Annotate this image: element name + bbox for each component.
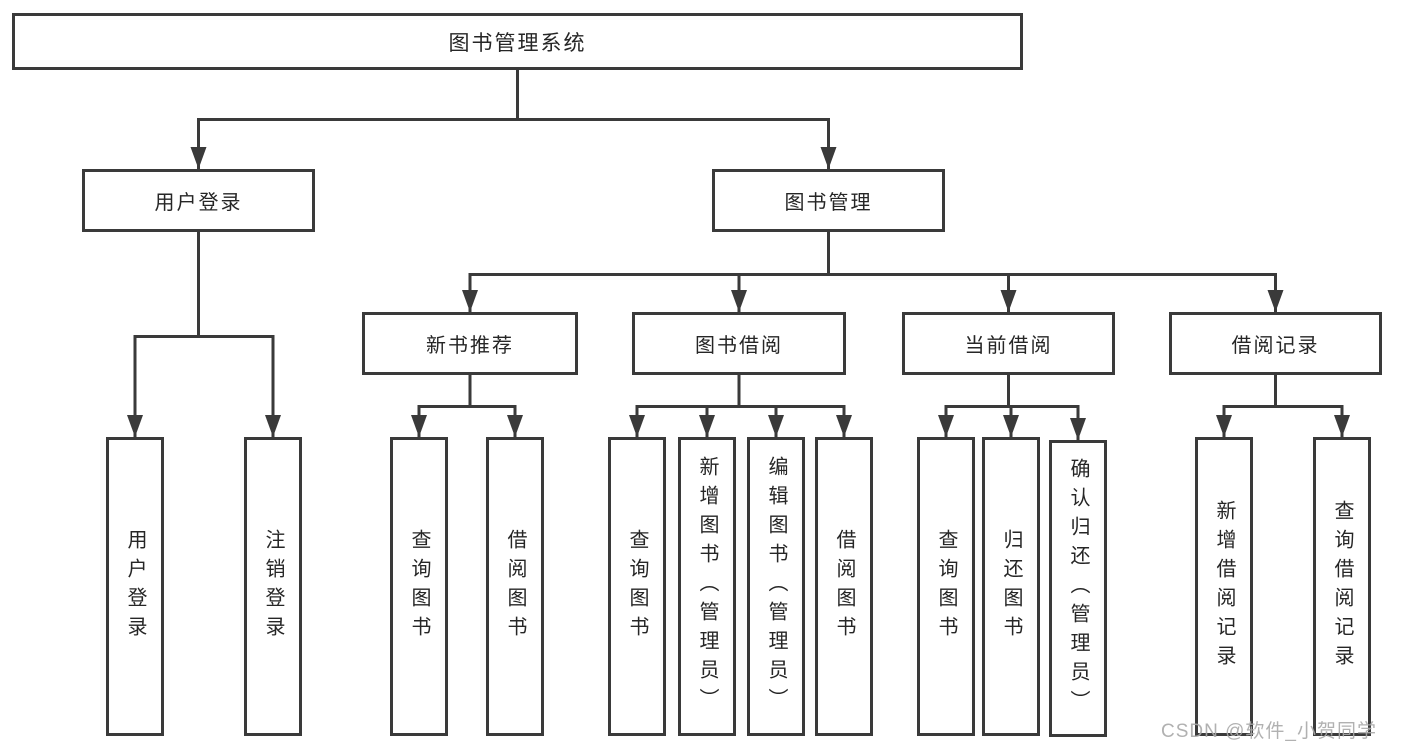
node-book-management-label: 图书管理 <box>784 192 873 214</box>
leaf-borrow-books-2: 借阅图书 <box>815 437 873 736</box>
node-new-book-recommend: 新书推荐 <box>362 312 578 375</box>
leaf-add-book-admin-label: 新增图书（管理员） <box>696 456 718 717</box>
leaf-confirm-return-admin: 确认归还（管理员） <box>1049 440 1107 737</box>
leaf-borrow-books-1-label: 借阅图书 <box>504 528 526 645</box>
node-current-borrow: 当前借阅 <box>902 312 1115 375</box>
leaf-query-books-2-label: 查询图书 <box>626 528 648 645</box>
node-root: 图书管理系统 <box>12 13 1023 70</box>
leaf-user-login: 用户登录 <box>106 437 164 736</box>
node-borrow-records-label: 借阅记录 <box>1231 335 1320 357</box>
node-book-management: 图书管理 <box>712 169 945 232</box>
leaf-borrow-books-1: 借阅图书 <box>486 437 544 736</box>
leaf-query-borrow-record: 查询借阅记录 <box>1313 437 1371 736</box>
node-book-borrow-label: 图书借阅 <box>695 335 783 357</box>
leaf-user-login-label: 用户登录 <box>124 528 146 645</box>
node-root-label: 图书管理系统 <box>448 31 587 55</box>
leaf-add-book-admin: 新增图书（管理员） <box>678 437 736 736</box>
leaf-borrow-books-2-label: 借阅图书 <box>833 528 855 645</box>
leaf-return-book: 归还图书 <box>982 437 1040 736</box>
node-user-login: 用户登录 <box>82 169 315 232</box>
leaf-query-books-2: 查询图书 <box>608 437 666 736</box>
leaf-add-borrow-record: 新增借阅记录 <box>1195 437 1253 736</box>
node-current-borrow-label: 当前借阅 <box>964 335 1053 357</box>
node-borrow-records: 借阅记录 <box>1169 312 1382 375</box>
leaf-return-book-label: 归还图书 <box>1000 528 1022 645</box>
node-user-login-label: 用户登录 <box>154 192 243 214</box>
leaf-logout: 注销登录 <box>244 437 302 736</box>
leaf-edit-book-admin-label: 编辑图书（管理员） <box>765 456 787 717</box>
node-book-borrow: 图书借阅 <box>632 312 846 375</box>
leaf-confirm-return-admin-label: 确认归还（管理员） <box>1067 458 1089 719</box>
node-new-book-recommend-label: 新书推荐 <box>426 335 514 357</box>
leaf-query-borrow-record-label: 查询借阅记录 <box>1331 499 1353 674</box>
leaf-edit-book-admin: 编辑图书（管理员） <box>747 437 805 736</box>
leaf-logout-label: 注销登录 <box>262 528 284 645</box>
leaf-query-books-1: 查询图书 <box>390 437 448 736</box>
csdn-watermark: CSDN @软件_小贺同学 <box>1161 721 1377 742</box>
leaf-query-books-3: 查询图书 <box>917 437 975 736</box>
leaf-add-borrow-record-label: 新增借阅记录 <box>1213 499 1235 674</box>
leaf-query-books-3-label: 查询图书 <box>935 528 957 645</box>
leaf-query-books-1-label: 查询图书 <box>408 528 430 645</box>
